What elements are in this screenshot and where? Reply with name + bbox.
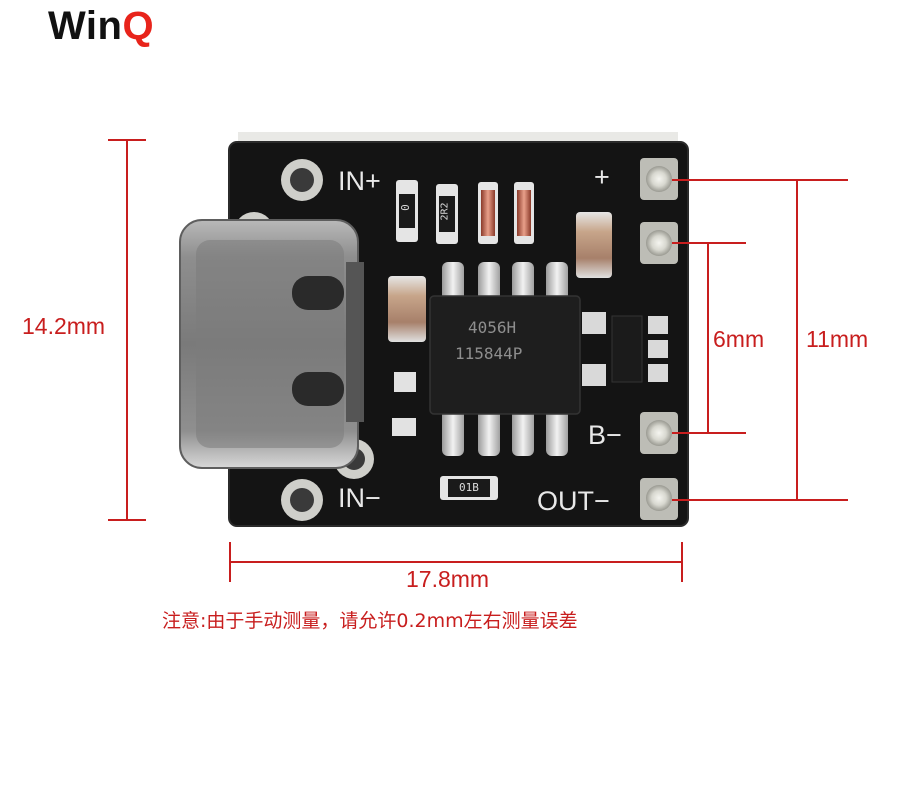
usb-c-connector <box>179 219 364 469</box>
ic-marking-line1: 4056H <box>468 318 517 337</box>
dimension-6mm-label: 6mm <box>713 326 765 352</box>
brand-logo: WinQ <box>48 4 154 49</box>
dimension-11mm-label: 11mm <box>806 326 869 352</box>
silkscreen-plus: + <box>594 162 610 192</box>
dimension-lines <box>108 139 848 582</box>
silkscreen-b-minus: B− <box>588 420 622 450</box>
resistor-marking-3: 01B <box>459 481 479 494</box>
dimension-width-label: 17.8mm <box>406 566 490 592</box>
brand-name-main: Win <box>48 4 123 48</box>
silkscreen-in-minus: IN− <box>338 483 381 513</box>
brand-name-accent: Q <box>122 4 155 48</box>
resistor-marking-2: 2R2 <box>439 202 451 221</box>
ic-marking-line2: 115844P <box>455 344 523 363</box>
smd-components <box>388 180 612 500</box>
dimension-height-label: 14.2mm <box>22 313 106 339</box>
resistor-marking-1: 0 <box>398 204 412 211</box>
sot-component <box>582 312 668 386</box>
silkscreen-in-plus: IN+ <box>338 166 381 196</box>
silkscreen-out-minus: OUT− <box>537 486 610 516</box>
measurement-note: 注意:由于手动测量，请允许0.2mm左右测量误差 <box>162 610 578 632</box>
solder-pads <box>640 158 678 520</box>
charger-ic <box>429 262 581 456</box>
